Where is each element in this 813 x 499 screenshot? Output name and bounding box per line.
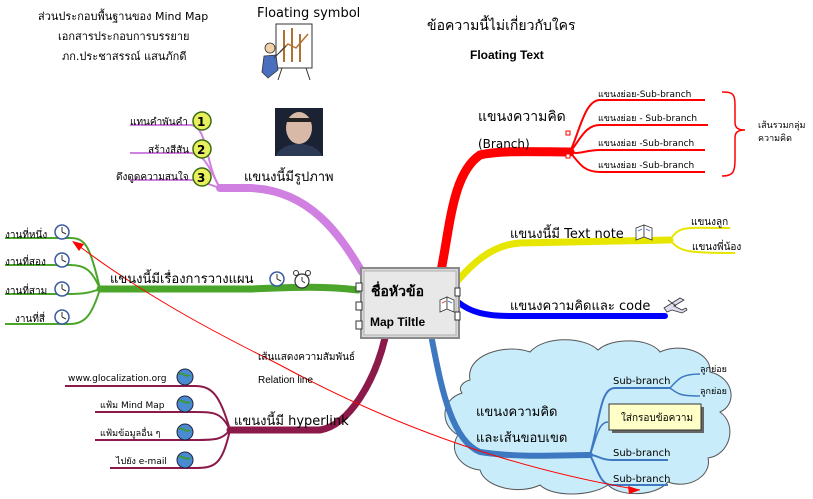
person-photo <box>275 108 323 156</box>
boundary-box-connector <box>589 421 609 456</box>
globe-link-icon <box>176 368 194 386</box>
maroon-sub-line <box>65 385 231 431</box>
central-title-thai: ชื่อหัวข้อ <box>371 281 424 300</box>
alarm-clock-icon <box>293 270 311 289</box>
clock-icon <box>54 281 70 297</box>
steel-sub-line <box>589 454 668 461</box>
relation-arrowhead <box>628 486 640 494</box>
branch-red-sublabel: (Branch) <box>478 137 530 151</box>
branch-violet-line <box>216 184 366 276</box>
red-sub-line <box>569 124 708 153</box>
number-1-icon: 1 <box>192 111 212 131</box>
green-sub-line <box>5 264 101 290</box>
yellow-sub-item[interactable]: แขนงลูก <box>691 217 728 228</box>
picture-sub-item[interactable]: สร้างสีสัน <box>148 144 189 156</box>
link-sub-item[interactable]: แฟ้มข้อมูลอื่น ๆ <box>100 426 161 439</box>
svg-text:3: 3 <box>197 171 205 185</box>
clock-icon <box>54 252 70 268</box>
maroon-sub-line <box>110 429 231 469</box>
branch-blue-line <box>455 299 668 319</box>
central-title: Map Tiltle <box>370 315 425 329</box>
maroon-sub-line <box>95 429 231 441</box>
floating-text: Floating Text <box>470 48 544 62</box>
group-note-line2: ความคิด <box>758 133 792 144</box>
svg-text:2: 2 <box>197 143 205 157</box>
leaf-line <box>669 373 701 389</box>
globe-link-icon <box>176 395 194 413</box>
globe-link-icon <box>176 451 194 469</box>
maroon-sub-line <box>95 411 231 431</box>
link-sub-item[interactable]: แฟ้ม Mind Map <box>100 400 165 411</box>
text-note-icon <box>635 224 653 241</box>
plan-sub-item[interactable]: งานที่สอง <box>5 254 46 268</box>
presenter-chart-icon <box>261 23 313 81</box>
branch-maroon-line <box>226 334 389 434</box>
red-sub-line <box>569 151 705 173</box>
airplane-icon <box>663 297 688 314</box>
red-sub-item[interactable]: แขนงย่อย -Sub-branch <box>598 139 694 149</box>
branch-red-line <box>433 147 575 290</box>
yellow-sub-line <box>669 226 731 241</box>
relation-arrowhead <box>72 241 84 251</box>
picture-sub-item[interactable]: ดึงดูดความสนใจ <box>116 171 189 183</box>
cloud-sub-item[interactable]: Sub-branch <box>613 376 670 387</box>
green-sub-line <box>5 288 101 325</box>
floating-text-thai: ข้อความนี้ไม่เกี่ยวกับใคร <box>427 15 576 34</box>
book-icon <box>439 296 455 313</box>
globe-link-icon <box>176 423 194 441</box>
picture-sub-item[interactable]: แทนคำพันคำ <box>130 117 188 128</box>
group-bracket <box>721 91 746 177</box>
branch-yellow-label[interactable]: แขนงนี้มี Text note <box>510 224 624 242</box>
svg-text:1: 1 <box>197 115 205 129</box>
relation-label-2: Relation line <box>258 375 313 386</box>
cloud-sub-item[interactable]: Sub-branch <box>613 474 670 485</box>
plan-sub-item[interactable]: งานที่สี่ <box>15 311 45 325</box>
link-sub-item[interactable]: ไปยัง e-mail <box>115 456 167 467</box>
clock-icon <box>54 224 70 240</box>
red-sub-item[interactable]: แขนงย่อย - Sub-branch <box>598 114 697 124</box>
branch-violet-label[interactable]: แขนงนี้มีรูปภาพ <box>244 167 334 185</box>
red-sub-line <box>569 149 705 154</box>
yellow-sub-item[interactable]: แขนงพี่น้อง <box>692 239 741 253</box>
branch-green-line <box>96 283 362 294</box>
branch-red-label[interactable]: แขนงความคิด <box>478 109 566 125</box>
yellow-sub-line <box>669 239 736 254</box>
branch-maroon-label[interactable]: แขนงนี้มี hyperlink <box>234 411 349 429</box>
number-3-icon: 3 <box>192 167 212 187</box>
branch-yellow-line <box>444 236 674 296</box>
group-note-line1: เส้นรวมกลุ่ม <box>758 120 806 131</box>
info-line-3: ภก.ประชาสรรณ์ แสนภักดี <box>62 50 186 63</box>
red-sub-item[interactable]: แขนงย่อย-Sub-branch <box>598 90 691 100</box>
link-sub-item[interactable]: www.glocalization.org <box>68 374 166 384</box>
info-line-1: ส่วนประกอบพื้นฐานของ Mind Map <box>38 8 208 23</box>
green-sub-line <box>5 288 101 295</box>
clock-icon <box>269 271 285 287</box>
leaf-line <box>669 387 701 397</box>
red-sub-item[interactable]: แขนงย่อย -Sub-branch <box>598 161 694 171</box>
branch-blue-label[interactable]: แขนงความคิดและ code <box>510 299 650 314</box>
branch-cloud-label-2: และเส้นขอบเขต <box>476 431 567 446</box>
clock-icon <box>54 309 70 325</box>
floating-symbol-label: Floating symbol <box>257 6 360 21</box>
red-sub-line <box>569 99 705 153</box>
plan-sub-item[interactable]: งานที่สาม <box>5 283 47 297</box>
branch-green-label[interactable]: แขนงนี้มีเรื่องการวางแผน <box>110 269 254 287</box>
cloud-sub-item[interactable]: Sub-branch <box>613 448 670 459</box>
info-line-2: เอกสารประกอบการบรรยาย <box>58 30 189 43</box>
boundary-box-label: ใส่กรอบข้อความ <box>621 412 693 424</box>
plan-sub-item[interactable]: งานที่หนึ่ง <box>5 227 47 241</box>
cloud-leaf-item[interactable]: ลูกย่อย <box>700 365 727 375</box>
branch-steel-line <box>429 337 593 459</box>
steel-sub-line <box>589 387 670 456</box>
violet-sub-line <box>130 152 221 189</box>
boundary-text-box[interactable] <box>608 403 704 433</box>
green-sub-line <box>5 237 101 290</box>
number-2-icon: 2 <box>192 139 212 159</box>
cloud-leaf-item[interactable]: ลูกย่อย <box>700 387 727 397</box>
branch-cloud-label-1[interactable]: แขนงความคิด <box>476 405 558 420</box>
relation-label-1: เส้นแสดงความสัมพันธ์ <box>258 351 355 363</box>
relation-line <box>74 242 641 491</box>
